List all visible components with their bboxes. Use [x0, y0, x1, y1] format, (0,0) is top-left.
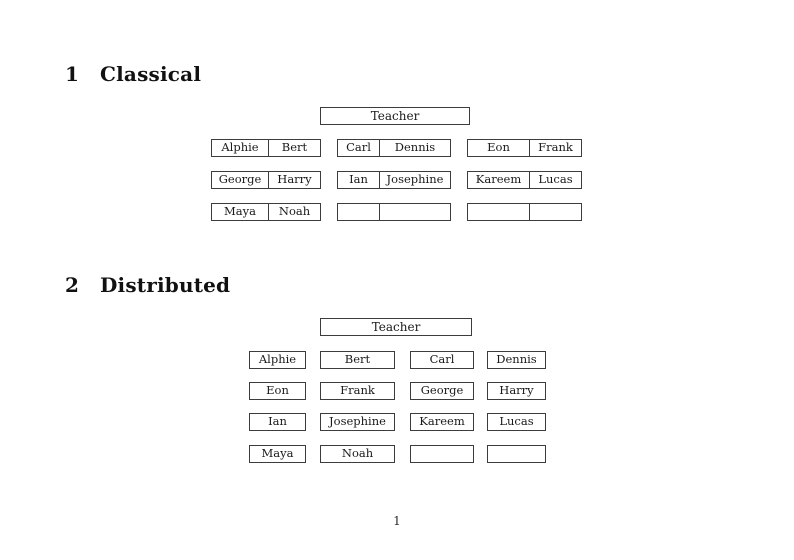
- desk-maya-noah: Maya Noah: [211, 203, 321, 221]
- desk-bert: Bert: [320, 351, 395, 369]
- desk-seat: Frank: [340, 383, 375, 398]
- desk-carl-dennis: Carl Dennis: [337, 139, 451, 157]
- desk-josephine: Josephine: [320, 413, 395, 431]
- desk-seat: Kareem: [475, 172, 522, 187]
- desk-kareem: Kareem: [410, 413, 474, 431]
- desk-seat: Frank: [529, 140, 581, 156]
- section-title: Classical: [100, 62, 202, 86]
- desk-seat: Maya: [261, 446, 294, 461]
- desk-carl: Carl: [410, 351, 474, 369]
- desk-seat: Ian: [349, 172, 368, 187]
- desk-seat: Alphie: [258, 352, 297, 367]
- section-number: 1: [65, 62, 80, 86]
- desk-dennis: Dennis: [487, 351, 546, 369]
- desk-eon-frank: Eon Frank: [467, 139, 582, 157]
- teacher-box: Teacher: [320, 107, 470, 125]
- desk-lucas: Lucas: [487, 413, 546, 431]
- teacher-label: Teacher: [371, 320, 421, 334]
- desk-seat: Kareem: [419, 414, 465, 429]
- desk-seat: Maya: [224, 204, 256, 219]
- desk-seat-empty: [338, 204, 379, 220]
- desk-seat: Lucas: [499, 414, 534, 429]
- desk-seat: Josephine: [379, 172, 450, 188]
- desk-seat: Bert: [268, 140, 320, 156]
- desk-seat-empty: [411, 446, 473, 462]
- desk-seat: Eon: [266, 383, 289, 398]
- desk-alphie-bert: Alphie Bert: [211, 139, 321, 157]
- desk-seat: Dennis: [496, 352, 537, 367]
- desk-seat: Carl: [346, 140, 371, 155]
- desk-ian-josephine: Ian Josephine: [337, 171, 451, 189]
- desk-seat-empty: [488, 446, 545, 462]
- desk-seat-empty: [379, 204, 450, 220]
- desk-empty: [410, 445, 474, 463]
- desk-empty: [487, 445, 546, 463]
- desk-empty: [337, 203, 451, 221]
- desk-seat: Lucas: [529, 172, 581, 188]
- desk-harry: Harry: [487, 382, 546, 400]
- desk-seat: Eon: [487, 140, 510, 155]
- section-title: Distributed: [100, 273, 231, 297]
- desk-ian: Ian: [249, 413, 306, 431]
- desk-seat: Josephine: [329, 414, 386, 429]
- desk-alphie: Alphie: [249, 351, 306, 369]
- desk-seat-empty: [529, 204, 581, 220]
- desk-seat: George: [218, 172, 262, 187]
- desk-seat: Harry: [268, 172, 320, 188]
- desk-george: George: [410, 382, 474, 400]
- section-number: 2: [65, 273, 80, 297]
- desk-seat: George: [420, 383, 464, 398]
- desk-frank: Frank: [320, 382, 395, 400]
- desk-george-harry: George Harry: [211, 171, 321, 189]
- desk-maya: Maya: [249, 445, 306, 463]
- desk-seat: Ian: [268, 414, 287, 429]
- desk-seat: Noah: [268, 204, 320, 220]
- teacher-box: Teacher: [320, 318, 472, 336]
- desk-seat: Harry: [499, 383, 534, 398]
- desk-seat: Alphie: [221, 140, 259, 155]
- desk-noah: Noah: [320, 445, 395, 463]
- desk-seat-empty: [468, 204, 529, 220]
- desk-seat: Noah: [341, 446, 374, 461]
- desk-seat: Dennis: [379, 140, 450, 156]
- desk-empty: [467, 203, 582, 221]
- desk-kareem-lucas: Kareem Lucas: [467, 171, 582, 189]
- desk-eon: Eon: [249, 382, 306, 400]
- teacher-label: Teacher: [370, 109, 420, 123]
- desk-seat: Carl: [429, 352, 455, 367]
- desk-seat: Bert: [344, 352, 371, 367]
- page-number: 1: [393, 514, 401, 528]
